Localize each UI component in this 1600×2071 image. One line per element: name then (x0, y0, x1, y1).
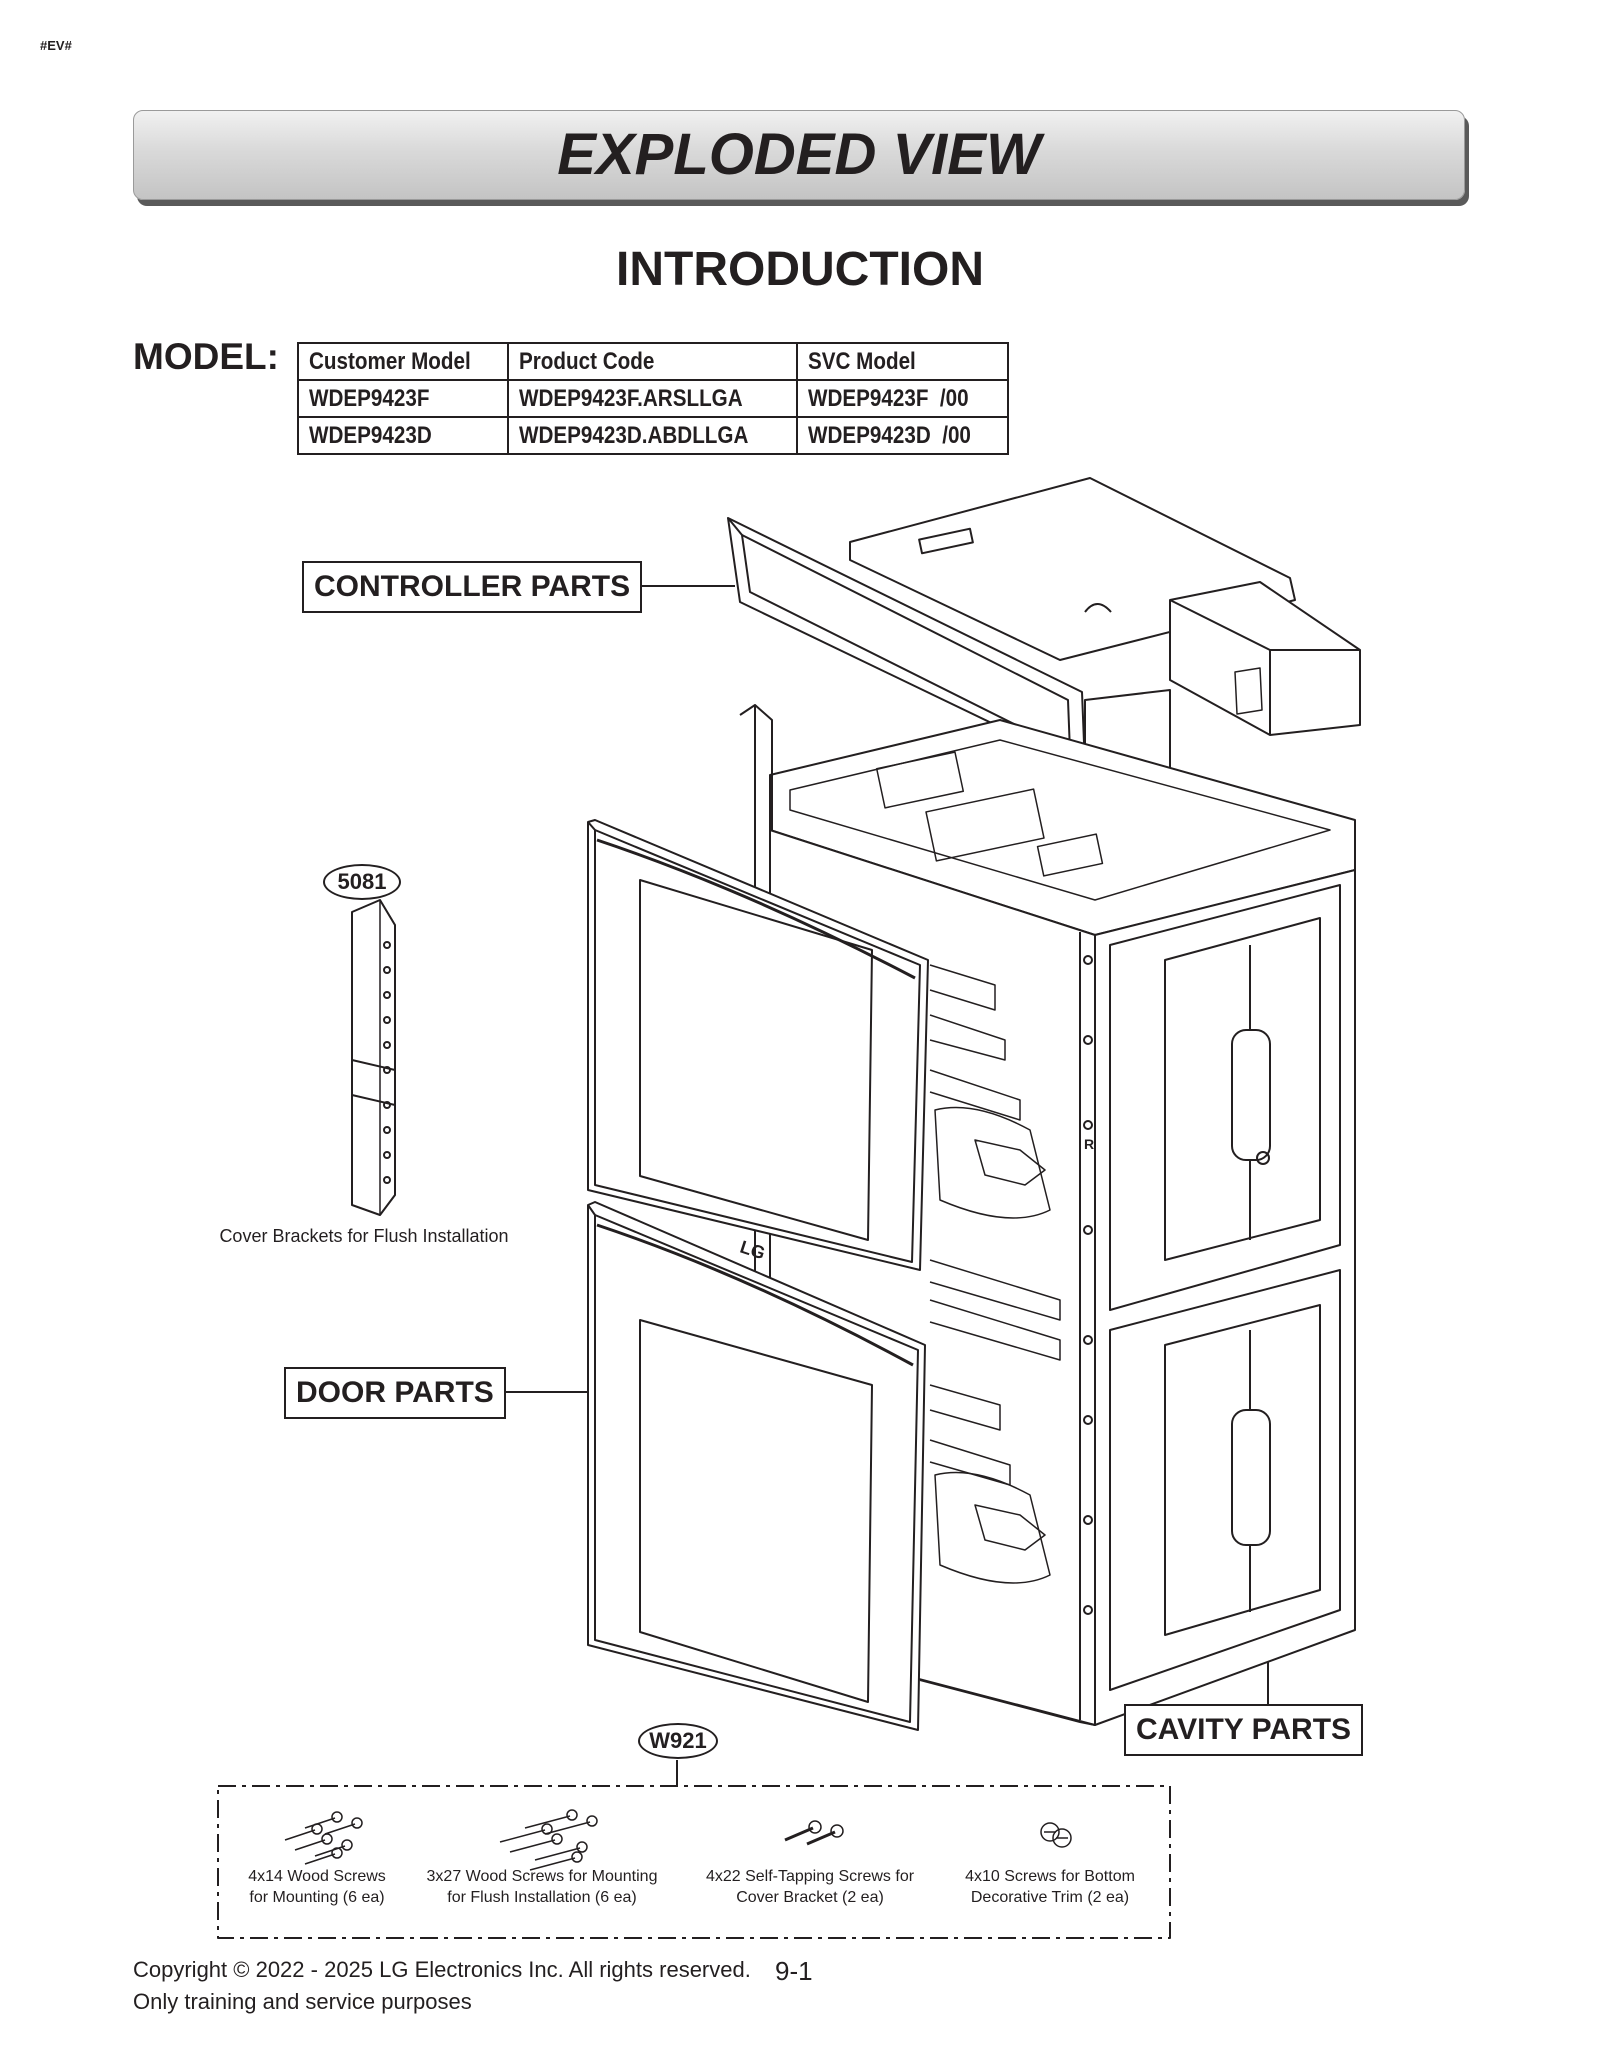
part-number-w921[interactable]: W921 (638, 1723, 718, 1759)
part-number-5081[interactable]: 5081 (323, 864, 401, 900)
door-parts-label[interactable]: DOOR PARTS (284, 1367, 506, 1419)
controller-parts-label[interactable]: CONTROLLER PARTS (302, 561, 643, 613)
lower-door (587, 1201, 926, 1731)
usage-note: Only training and service purposes (133, 1989, 472, 2014)
screw-caption-line: for Flush Installation (6 ea) (447, 1889, 637, 1906)
copyright-text: Copyright © 2022 - 2025 LG Electronics I… (133, 1957, 751, 1982)
screw-caption-1: 4x14 Wood Screws for Mounting (6 ea) (222, 1866, 412, 1908)
table-cell: WDEP9423D /00 (795, 416, 1010, 455)
table-cell: WDEP9423F (296, 379, 510, 418)
footer: Copyright © 2022 - 2025 LG Electronics I… (133, 1954, 751, 2018)
table-cell: WDEP9423D (296, 416, 510, 455)
model-label: MODEL: (133, 336, 279, 377)
section-title: INTRODUCTION (616, 243, 984, 296)
screw-caption-line: 4x14 Wood Screws (248, 1868, 386, 1885)
screw-caption-line: 4x10 Screws for Bottom (965, 1868, 1135, 1885)
table-header-cell: SVC Model (795, 342, 1010, 381)
screw-caption-line: 3x27 Wood Screws for Mounting (426, 1868, 658, 1885)
screw-caption-4: 4x10 Screws for Bottom Decorative Trim (… (945, 1866, 1155, 1908)
controller-assembly (727, 477, 1361, 825)
table-cell: WDEP9423F /00 (795, 379, 1010, 418)
screw-caption-line: 4x22 Self-Tapping Screws for (705, 1868, 915, 1885)
banner-title: EXPLODED VIEW (133, 110, 1465, 200)
cover-bracket-caption: Cover Brackets for Flush Installation (219, 1226, 509, 1246)
screw-caption-3: 4x22 Self-Tapping Screws for Cover Brack… (690, 1866, 930, 1908)
table-cell: WDEP9423F.ARSLLGA (507, 379, 798, 418)
screw-icons (284, 1809, 1072, 1871)
table-header-row: Customer Model Product Code SVC Model (296, 342, 1010, 381)
table-row: WDEP9423D WDEP9423D.ABDLLGA WDEP9423D /0… (296, 416, 1010, 455)
model-table: Customer Model Product Code SVC Model WD… (296, 342, 1010, 455)
table-cell: WDEP9423D.ABDLLGA (507, 416, 798, 455)
screw-caption-2: 3x27 Wood Screws for Mounting for Flush … (412, 1866, 672, 1908)
table-header-cell: Customer Model (296, 342, 510, 381)
upper-door (587, 819, 929, 1271)
side-mark: R (1084, 1136, 1095, 1152)
screw-caption-line: Decorative Trim (2 ea) (970, 1889, 1130, 1906)
screw-caption-line: for Mounting (6 ea) (249, 1889, 385, 1906)
table-header-cell: Product Code (507, 342, 798, 381)
page-number: 9-1 (775, 1956, 813, 1986)
page-tag: #EV# (40, 38, 72, 53)
screw-caption-line: Cover Bracket (2 ea) (736, 1889, 884, 1906)
table-row: WDEP9423F WDEP9423F.ARSLLGA WDEP9423F /0… (296, 379, 1010, 418)
cover-bracket-drawing (351, 899, 396, 1216)
cavity-parts-label[interactable]: CAVITY PARTS (1124, 1704, 1364, 1756)
screw-kit-box (217, 1785, 1171, 1939)
